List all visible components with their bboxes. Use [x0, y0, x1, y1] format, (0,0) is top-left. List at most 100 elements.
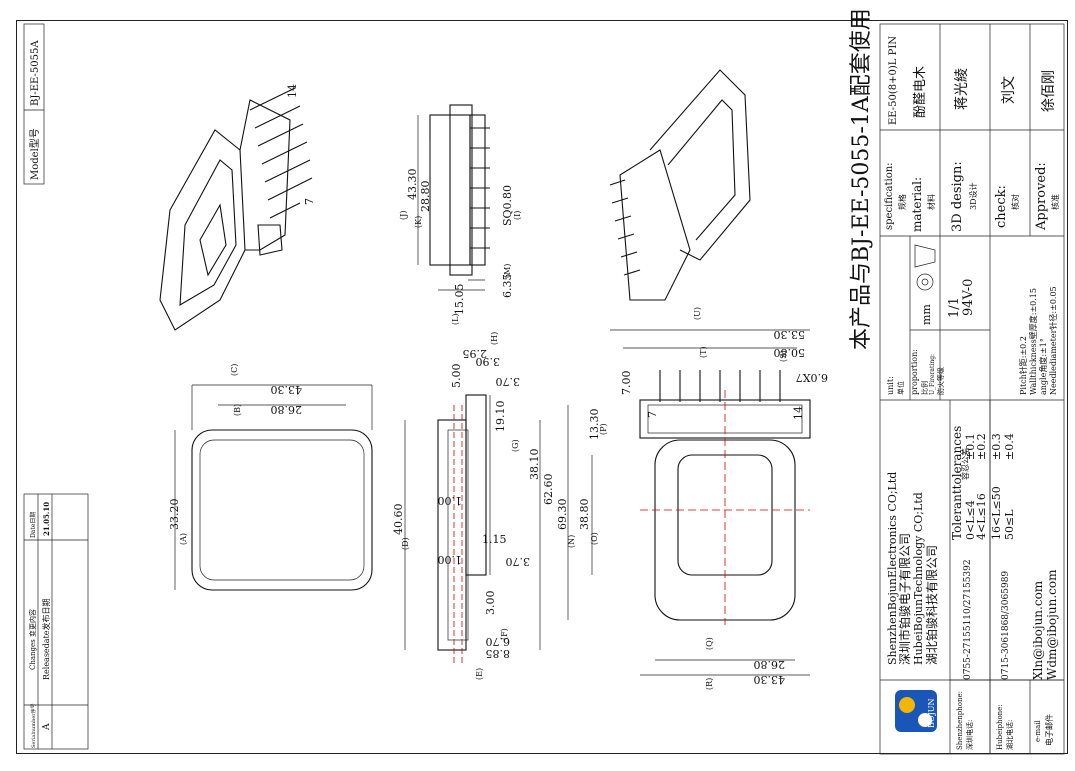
- front-tag-n: (N): [567, 535, 576, 548]
- approved-label: Approved:: [1034, 162, 1049, 231]
- approved-cn: 核准: [1050, 194, 1060, 210]
- pin-dim-sq: SQ0.80: [501, 185, 514, 226]
- changes-col-changes: Changes 变更内容: [28, 609, 37, 670]
- hb-phone: 0715-3061868/3065989: [1001, 571, 1011, 680]
- pin-dim-15-05: 15.05: [453, 284, 466, 316]
- side-dim-3-00: 3.00: [484, 591, 497, 616]
- changes-col-date: Date日期: [29, 512, 37, 538]
- email-1: Xln@ibojun.com: [1031, 580, 1045, 680]
- side-dim-1-15: 1.15: [482, 533, 507, 546]
- side-tag-e: (E): [475, 668, 484, 680]
- ul-cn: 防火等级: [936, 367, 945, 395]
- drawing-title: 本产品与BJ-EE-5055-1A配套使用: [849, 8, 874, 350]
- pin-side-pins: [470, 127, 490, 249]
- changes-row-date: 21.05.10: [42, 502, 51, 536]
- side-dim-1-00-a: 1.00: [438, 494, 463, 507]
- check-cn: 核对: [1010, 194, 1020, 210]
- sz-phone-label: Shenzhenphone:: [956, 691, 964, 750]
- front-tag-r: (R): [705, 678, 714, 690]
- side-dim-3-70-a: 3.70: [496, 375, 521, 388]
- tolerance-note-3: Needlediameter针径:±0.05: [1048, 286, 1058, 395]
- top-view: 43.30 (C) 26.80 (B) 33.20 (A): [168, 364, 373, 591]
- iso-view-right: [609, 69, 751, 301]
- tolerance-range-3: 50≤L: [1003, 509, 1016, 540]
- proportion-cn: 比例: [920, 381, 929, 395]
- front-dim-43-30: 43.30: [754, 673, 786, 686]
- side-dim-38-10: 38.10: [528, 449, 541, 481]
- tolerance-value-0: ±0.1: [964, 433, 977, 460]
- material-value: 酚醛电木: [912, 66, 928, 118]
- front-dim-53-30: 53.30: [774, 328, 806, 341]
- front-dim-26-80: 26.80: [754, 658, 786, 671]
- company-name-cn-2: 湖北铂骏科技有限公司: [924, 545, 939, 665]
- front-view: 53.30 (U) 50.80 (T) 6.0X7 (S) 7.00 13.30…: [556, 307, 828, 690]
- sz-phone: 0755-27155110/27155392: [963, 559, 973, 680]
- model-box: Model型号 BJ-EE-5055A: [23, 23, 45, 185]
- pin-tag-m: (M): [503, 264, 512, 278]
- check-value: 刘文: [1001, 76, 1017, 104]
- top-tag-b: (B): [233, 404, 242, 416]
- unit-label: unit:: [886, 376, 895, 395]
- front-dim-13-30: 13.30: [588, 409, 601, 441]
- front-dim-38-80: 38.80: [578, 499, 591, 531]
- tolerance-range-1: 4<L≤16: [975, 493, 988, 540]
- changes-row-serial: A: [42, 723, 52, 731]
- side-tag-f: (F): [500, 628, 509, 640]
- projection-symbol-icon: [914, 244, 936, 291]
- front-dim-50-80: 50.80: [774, 346, 806, 359]
- check-label: check:: [994, 185, 1009, 228]
- bojun-logo: BOJUN: [895, 690, 937, 732]
- front-dim-69-30: 69.30: [556, 499, 569, 531]
- top-dim-33-20: 33.20: [168, 499, 181, 531]
- side-tag-g: (G): [511, 439, 520, 452]
- front-tag-u: (U): [693, 307, 702, 320]
- unit-value: mm: [920, 304, 933, 325]
- tolerance-title: Toleranttolerances: [950, 426, 964, 540]
- spec-label: specification:: [884, 162, 895, 230]
- side-tag-d: (D): [401, 537, 410, 550]
- drawing-frame: [16, 20, 1068, 754]
- pin-side-view: 43.30 (J) 28.80 (K) SQ0.80 (I) 6.35 (M) …: [399, 104, 522, 325]
- top-tag-a: (A): [179, 533, 188, 545]
- company-name-en-1: ShenzhenBojunElectronics CO;Ltd: [886, 472, 899, 665]
- tolerances-block: Toleranttolerances 容忍公差 0<L≤4 ±0.1 4<L≤1…: [950, 286, 1058, 540]
- tolerance-note-1: Wallthickness壁厚度:±0.15: [1028, 288, 1038, 395]
- side-dim-40-60: 40.60: [392, 504, 405, 536]
- tolerance-value-3: ±0.4: [1003, 433, 1016, 460]
- iso-pin-7: 7: [303, 198, 316, 205]
- iso-right-pins: [609, 179, 641, 276]
- email-2: Wdm@ibojun.com: [1045, 569, 1059, 680]
- side-dim-3-70-b: 3.70: [506, 555, 531, 568]
- logo-text: BOJUN: [927, 698, 936, 728]
- tolerance-value-2: ±0.3: [990, 433, 1003, 460]
- tolerance-value-1: ±0.2: [975, 433, 988, 460]
- pin-dim-43-30: 43.30: [406, 169, 419, 201]
- side-dim-1-00-b: 1.00: [438, 553, 463, 566]
- front-tag-o: (O): [590, 532, 599, 545]
- tolerance-range-0: 0<L≤4: [964, 500, 977, 540]
- pin-dim-6-35: 6.35: [501, 274, 514, 299]
- side-dim-2-95: 2.95: [463, 347, 488, 360]
- side-dim-3-90: 3.90: [476, 355, 501, 368]
- changes-row-desc: Releasedate发布日期: [41, 599, 51, 681]
- hb-phone-label: Hubeiphone:: [996, 704, 1004, 750]
- model-value: BJ-EE-5055A: [30, 40, 41, 106]
- pin-tag-j: (J): [399, 211, 408, 220]
- pin-dim-28-80: 28.80: [419, 181, 432, 213]
- changes-table: Serialnumber序号 Changes 变更内容 Date日期 A Rel…: [23, 493, 89, 750]
- side-dim-62-60: 62.60: [542, 474, 555, 506]
- side-dim-5-00: 5.00: [450, 364, 463, 389]
- design-value: 蒋光綾: [954, 68, 970, 110]
- design-label: 3D design:: [950, 161, 965, 232]
- spec-value: EE-50(8+0)L PIN: [888, 36, 899, 125]
- ul-label: U_Firerating:: [929, 354, 936, 395]
- material-cn: 材料: [926, 194, 936, 210]
- front-tag-s: (S): [779, 350, 788, 362]
- front-pin-14: 14: [792, 406, 805, 420]
- tolerance-range-2: 16<L≤50: [990, 486, 1003, 540]
- changes-col-serial: Serialnumber序号: [30, 703, 37, 748]
- side-dim-6-70: 6.70: [486, 635, 511, 648]
- title-block: EE-50(8+0)L PIN specification: 规格 酚醛电木 m…: [879, 23, 1065, 755]
- proportion-label: proportion:: [910, 349, 919, 395]
